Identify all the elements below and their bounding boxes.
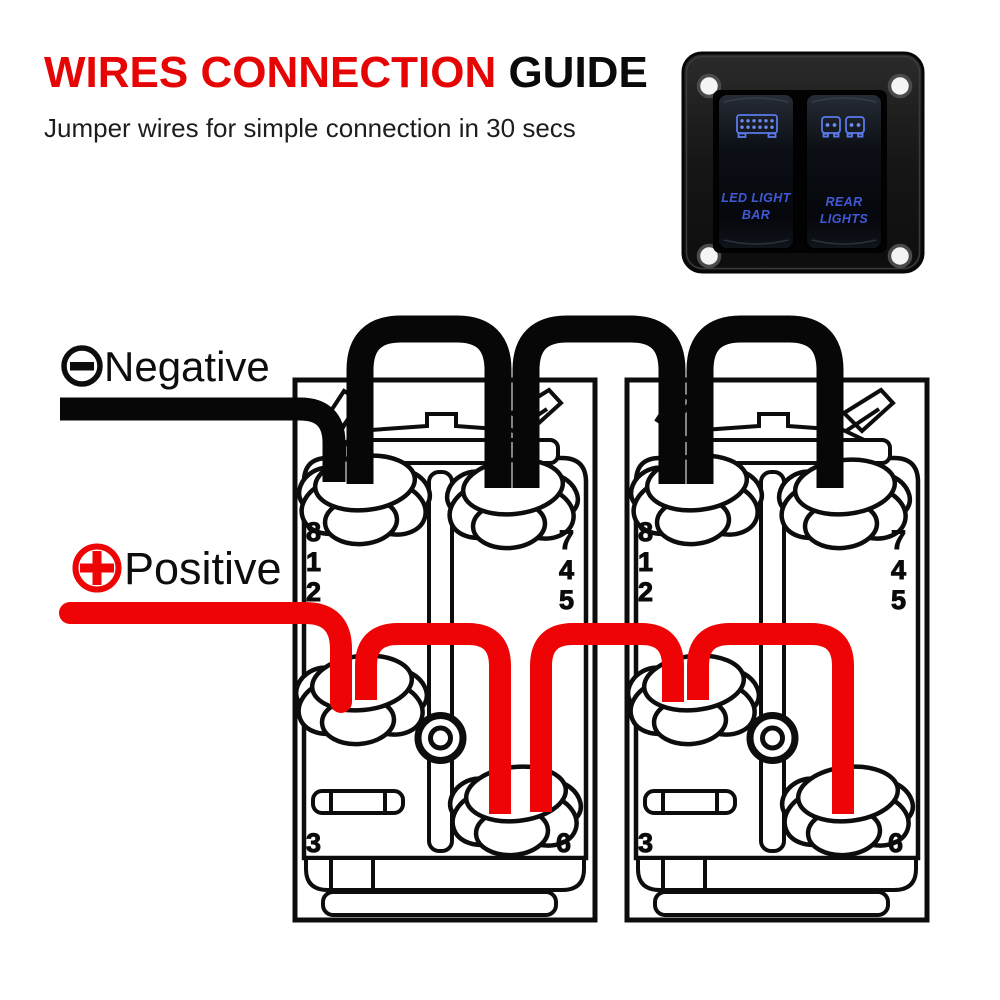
negative-label-group: Negative (61, 343, 270, 390)
rocker2-text-line2: LIGHTS (820, 212, 868, 226)
negative-jumper-3 (686, 315, 844, 488)
page-subtitle: Jumper wires for simple connection in 30… (44, 113, 576, 144)
positive-wiring (59, 602, 854, 814)
positive-label-group: Positive (72, 543, 282, 594)
positive-jumper-2 (530, 623, 684, 812)
page-title: WIRES CONNECTION GUIDE (44, 48, 684, 97)
rocker-highlight (811, 97, 877, 103)
screw-holes (696, 73, 913, 269)
negative-wiring (60, 315, 844, 488)
rocker-highlight (723, 97, 789, 103)
panel-bevel (685, 55, 921, 270)
rocker-led-light-bar[interactable]: LED LIGHT BAR (717, 93, 795, 250)
rear-lights-icon (821, 116, 865, 138)
negative-jumper-2 (512, 315, 686, 488)
rocker-highlight (811, 239, 877, 245)
plus-bar-v (92, 551, 102, 585)
positive-jumper-1 (355, 623, 511, 814)
rocker-rear-lights[interactable]: REAR LIGHTS (805, 93, 883, 250)
led-bar-icon-dots (740, 119, 774, 129)
title-red-part: WIRES CONNECTION (44, 48, 497, 97)
rocker2-text-line1: REAR (825, 195, 862, 209)
title-black-part: GUIDE (496, 48, 648, 97)
positive-jumper-3 (687, 623, 854, 814)
screw-hole (887, 73, 913, 99)
negative-label: Negative (104, 343, 270, 390)
negative-jumper-1 (346, 315, 512, 488)
rocker1-text-line1: LED LIGHT (721, 191, 792, 205)
header: WIRES CONNECTION GUIDE Jumper wires for … (44, 48, 684, 144)
rear-lights-icon-dots (825, 123, 861, 127)
negative-feed-wire (60, 397, 346, 482)
product-photo-switch-panel: LED LIGHT BAR REAR LIGHTS (681, 51, 925, 274)
screw-hole (696, 73, 722, 99)
led-bar-icon (736, 114, 778, 138)
minus-bar (70, 362, 94, 371)
rocker1-text-line2: BAR (742, 208, 770, 222)
screw-hole (887, 243, 913, 269)
rocker-face[interactable] (717, 93, 795, 250)
positive-feed-wire (59, 602, 352, 713)
rocker-highlight (723, 239, 789, 245)
screw-hole (696, 243, 722, 269)
positive-label: Positive (124, 543, 282, 594)
